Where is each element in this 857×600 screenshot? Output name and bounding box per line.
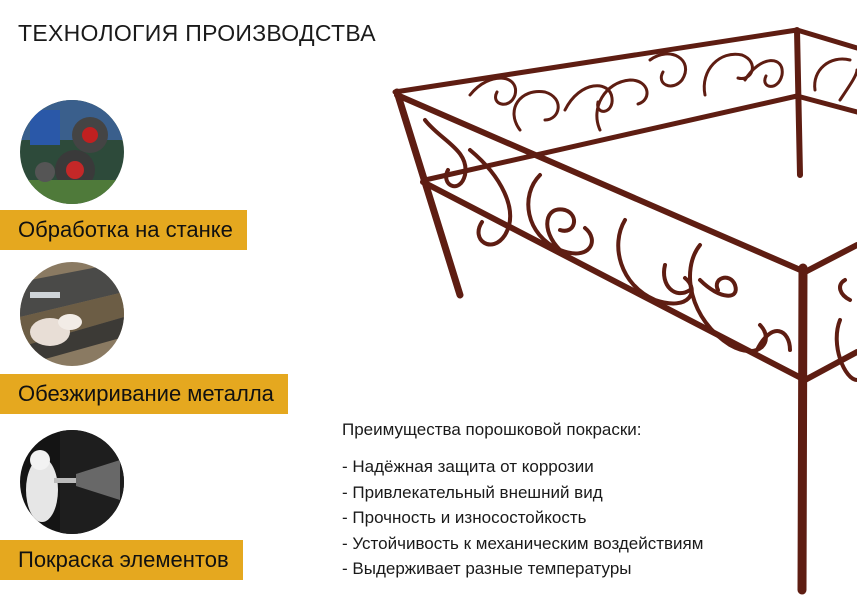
list-item: Устойчивость к механическим воздействиям — [342, 531, 703, 557]
painting-photo-icon — [20, 430, 124, 534]
advantages-title: Преимущества порошковой покраски: — [342, 420, 642, 439]
fence-illustration — [392, 27, 857, 595]
advantages-list: Надёжная защита от коррозии Привлекатель… — [342, 454, 703, 582]
machine-photo-icon — [20, 100, 124, 204]
list-item: Надёжная защита от коррозии — [342, 454, 703, 480]
step-label-machining: Обработка на станке — [0, 210, 247, 250]
advantages-block: Преимущества порошковой покраски: Надёжн… — [342, 420, 703, 582]
step-label-degreasing: Обезжиривание металла — [0, 374, 288, 414]
page-title: ТЕХНОЛОГИЯ ПРОИЗВОДСТВА — [18, 20, 376, 46]
list-item: Выдерживает разные температуры — [342, 556, 703, 582]
degreasing-photo-icon — [20, 262, 124, 366]
list-item: Привлекательный внешний вид — [342, 480, 703, 506]
step-label-painting: Покраска элементов — [0, 540, 243, 580]
list-item: Прочность и износостойкость — [342, 505, 703, 531]
